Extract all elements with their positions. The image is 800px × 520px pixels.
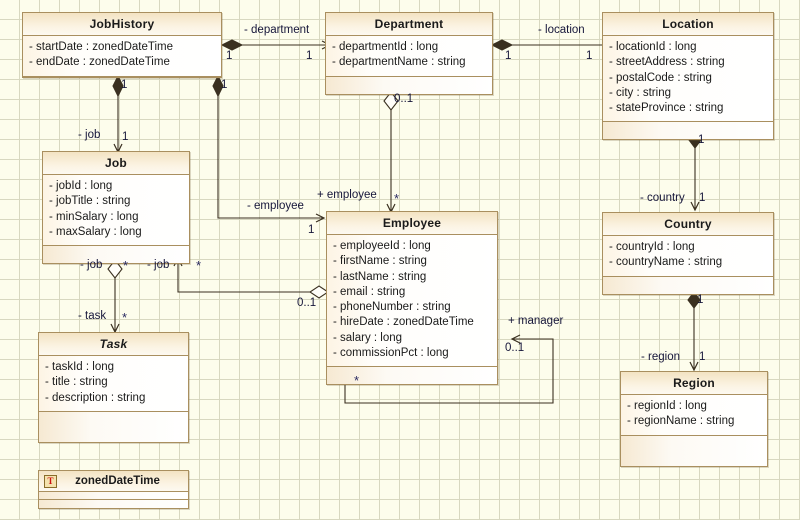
datatype-operations-row <box>39 500 188 508</box>
edge-label-employee-from-department: + employee <box>317 189 377 201</box>
datatype-title: zonedDateTime <box>75 475 160 487</box>
edge-jobhistory-employee <box>212 74 326 223</box>
attribute-row: - commissionPct : long <box>333 347 449 360</box>
class-attributes-location: - locationId : long - streetAddress : st… <box>603 36 773 123</box>
attribute-row: - regionId : long <box>627 400 707 412</box>
attribute-row: - lastName : string <box>333 270 427 283</box>
edge-label-employee-from-jobhistory: - employee <box>247 200 304 212</box>
class-title-task: Task <box>39 333 188 356</box>
class-title-region: Region <box>621 372 767 395</box>
class-operations-location <box>603 122 773 140</box>
class-job[interactable]: Job - jobId : long - jobTitle : string -… <box>42 151 190 265</box>
class-jobhistory[interactable]: JobHistory - startDate : zonedDateTime -… <box>22 12 222 78</box>
mult-job-task-source: * <box>123 258 129 273</box>
class-location[interactable]: Location - locationId : long - streetAdd… <box>602 12 774 141</box>
attribute-row: - firstName : string <box>333 255 427 268</box>
datatype-zoneddatetime[interactable]: T zonedDateTime <box>38 470 189 509</box>
attribute-row: - stateProvince : string <box>609 102 724 115</box>
attribute-row: - salary : long <box>333 331 403 344</box>
attribute-row: - phoneNumber : string <box>333 301 451 314</box>
mult-employee-manager-target: 0..1 <box>505 342 525 354</box>
edge-label-manager: + manager <box>508 315 564 327</box>
class-title-location: Location <box>603 13 773 36</box>
mult-country-region-target: 1 <box>699 351 706 363</box>
class-employee[interactable]: Employee - employeeId : long - firstName… <box>326 211 498 386</box>
class-attributes-jobhistory: - startDate : zonedDateTime - endDate : … <box>23 36 221 77</box>
edge-label-country: - country <box>640 192 685 204</box>
mult-jobhistory-job-source: 1 <box>121 79 128 91</box>
attribute-row: - title : string <box>45 376 108 389</box>
class-attributes-task: - taskId : long - title : string - descr… <box>39 356 188 412</box>
mult-jobhistory-department-source: 1 <box>226 50 233 62</box>
mult-department-employee-source: 0..1 <box>394 93 414 105</box>
mult-country-region-source: 1 <box>697 294 704 306</box>
attribute-row: - departmentName : string <box>332 56 466 69</box>
class-operations-task <box>39 411 188 442</box>
mult-jobhistory-department-target: 1 <box>306 50 313 62</box>
attribute-row: - hireDate : zonedDateTime <box>333 316 474 329</box>
mult-employee-manager-source: * <box>354 373 360 388</box>
attribute-row: - jobId : long <box>49 180 113 192</box>
class-attributes-country: - countryId : long - countryName : strin… <box>603 236 773 277</box>
attribute-row: - regionName : string <box>627 415 735 428</box>
datatype-badge-icon: T <box>44 474 57 488</box>
class-task[interactable]: Task - taskId : long - title : string - … <box>38 332 189 443</box>
class-operations-region <box>621 435 767 466</box>
attribute-row: - maxSalary : long <box>49 225 142 238</box>
class-operations-country <box>603 276 773 294</box>
class-title-employee: Employee <box>327 212 497 235</box>
class-attributes-job: - jobId : long - jobTitle : string - min… <box>43 175 189 247</box>
edge-label-region: - region <box>641 351 680 363</box>
attribute-row: - jobTitle : string <box>49 195 131 208</box>
attribute-row: - locationId : long <box>609 41 697 53</box>
attribute-row: - email : string <box>333 285 406 298</box>
edge-label-job-right: - job <box>147 259 170 271</box>
attribute-row: - endDate : zonedDateTime <box>29 56 170 69</box>
edge-label-location: - location <box>538 24 585 36</box>
attribute-row: - description : string <box>45 391 146 404</box>
mult-jobhistory-job-target: 1 <box>122 131 129 143</box>
class-operations-department <box>326 76 492 94</box>
attribute-row: - city : string <box>609 86 671 99</box>
edge-label-task: - task <box>78 310 107 322</box>
mult-employee-job-target: * <box>196 258 202 273</box>
mult-jobhistory-employee-target: 1 <box>308 224 315 236</box>
class-department[interactable]: Department - departmentId : long - depar… <box>325 12 493 95</box>
edge-label-job-left: - job <box>80 259 103 271</box>
attribute-row: - minSalary : long <box>49 210 139 223</box>
class-country[interactable]: Country - countryId : long - countryName… <box>602 212 774 295</box>
attribute-row: - departmentId : long <box>332 41 439 53</box>
edge-label-department: - department <box>244 24 310 36</box>
mult-department-employee-target: * <box>394 191 400 206</box>
datatype-attributes-row <box>39 492 188 500</box>
attribute-row: - employeeId : long <box>333 240 431 252</box>
attribute-row: - taskId : long <box>45 361 115 373</box>
class-attributes-department: - departmentId : long - departmentName :… <box>326 36 492 77</box>
class-operations-employee <box>327 367 497 385</box>
class-operations-job <box>43 246 189 264</box>
attribute-row: - streetAddress : string <box>609 56 725 69</box>
class-title-jobhistory: JobHistory <box>23 13 221 36</box>
mult-department-location-source: 1 <box>505 50 512 62</box>
class-title-country: Country <box>603 213 773 236</box>
edge-label-job-from-jobhistory: - job <box>78 129 101 141</box>
class-title-department: Department <box>326 13 492 36</box>
attribute-row: - startDate : zonedDateTime <box>29 41 174 53</box>
mult-location-country-source: 1 <box>698 134 705 146</box>
attribute-row: - countryName : string <box>609 256 723 269</box>
class-region[interactable]: Region - regionId : long - regionName : … <box>620 371 768 467</box>
mult-job-task-target: * <box>122 310 128 325</box>
class-title-job: Job <box>43 152 189 175</box>
mult-employee-job-source: 0..1 <box>297 297 317 309</box>
class-attributes-employee: - employeeId : long - firstName : string… <box>327 235 497 368</box>
class-attributes-region: - regionId : long - regionName : string <box>621 395 767 436</box>
attribute-row: - countryId : long <box>609 241 695 253</box>
datatype-header: T zonedDateTime <box>39 471 188 492</box>
mult-location-country-target: 1 <box>699 192 706 204</box>
attribute-row: - postalCode : string <box>609 71 712 84</box>
mult-jobhistory-employee-source: 1 <box>221 79 228 91</box>
mult-department-location-target: 1 <box>586 50 593 62</box>
edge-jobhistory-department <box>220 39 332 51</box>
edge-job-task <box>107 259 123 334</box>
